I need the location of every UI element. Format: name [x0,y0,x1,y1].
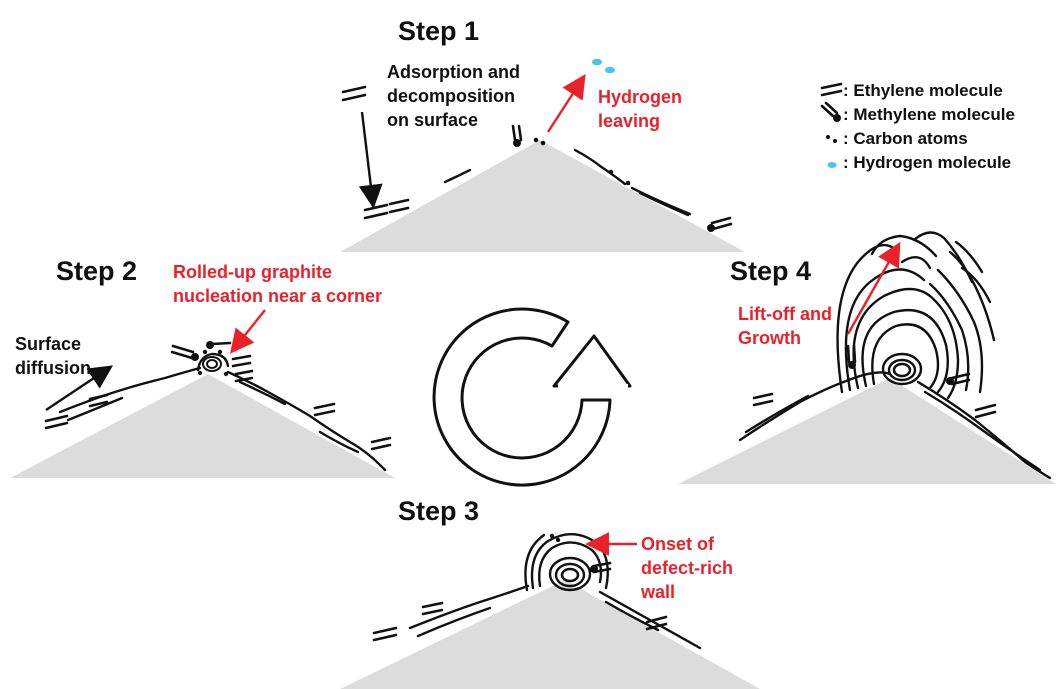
carbon-atom [555,537,561,543]
step3-red-line2: defect-rich [641,558,733,578]
step1-film-segment [443,168,472,184]
step2-label-line1: Surface [15,334,81,354]
surface-diffusion-arrow [45,365,113,411]
methylene-molecule [511,124,523,147]
ethylene-molecule [645,615,668,631]
step1-film-segment [573,148,627,186]
step3-red-line3: wall [640,582,675,602]
step1-red-line2: leaving [598,111,660,131]
ethylene-molecule [313,402,336,417]
step1-film-segment [638,191,690,217]
step4-red-line2: Growth [738,328,801,348]
step3-red-line1: Onset of [641,534,715,554]
step1-panel: Step 1 Adsorption and decomposition on s… [340,16,745,252]
step3-substrate [340,580,760,689]
ethylene-molecule [974,403,997,419]
step2-film-layer [226,370,387,472]
carbon-atom [533,137,539,143]
nanotube-growth-rings [836,231,996,400]
methylene-molecule [946,372,971,386]
step1-title: Step 1 [398,16,479,46]
graphite-nucleus [196,352,230,372]
ethylene-molecule [421,601,444,616]
step3-panel: Step 3 Onset of defect-rich wall [340,496,760,689]
step2-red-line2: nucleation near a corner [173,286,382,306]
graphite-wall-rings [524,533,609,592]
step1-label-line3: on surface [387,110,478,130]
step2-red-line1: Rolled-up graphite [173,262,332,282]
nucleation-arrow [230,309,266,354]
cycle-arrow-icon [432,307,632,487]
carbon-atoms-icon [826,135,837,143]
legend-ethylene-text: : Ethylene molecule [843,81,1003,100]
step1-label-line1: Adsorption and [387,62,520,82]
carbon-atom [625,180,631,186]
step2-film-layer [238,380,287,406]
step2-film-layer [58,366,202,414]
step4-red-line1: Lift-off and [738,304,832,324]
step1-red-line1: Hydrogen [598,87,682,107]
ethylene-molecule [370,436,392,451]
hydrogen-molecule [592,58,602,66]
step3-film-layer [416,606,492,638]
ethylene-molecule [88,393,109,408]
step2-panel: Step 2 Rolled-up graphite nucleation nea… [10,256,395,478]
methylene-molecule [707,216,733,232]
ethylene-molecule [388,198,410,214]
adsorption-arrow [358,111,383,209]
ethylene-molecule [231,354,252,368]
step3-film-layer [408,584,530,630]
carbon-atom [540,140,546,146]
legend-methylene-text: : Methylene molecule [843,105,1015,124]
methylene-molecule [206,341,232,349]
step4-film-layer [923,390,1042,472]
ethylene-molecule [44,414,69,430]
hydrogen-molecule [605,66,615,74]
step3-title: Step 3 [398,496,479,526]
carbon-atom [202,349,208,355]
ethylene-molecule [752,392,774,407]
methylene-molecule [170,344,199,361]
ethylene-molecule [341,85,367,102]
carbon-atom [197,370,203,376]
step1-substrate [340,140,745,252]
methylene-molecule [590,561,612,574]
carbon-atom [217,349,223,355]
step2-film-layer [66,396,124,422]
carbon-atom [608,169,614,175]
step4-film-layer [738,371,892,442]
step4-film-layer [916,380,1052,480]
ethylene-molecule [234,369,254,383]
lift-off-arrow [846,241,901,335]
step2-film-layer [318,430,360,454]
hydrogen-leaving-arrow [546,73,586,133]
ethylene-icon [820,82,843,97]
step1-label-line2: decomposition [387,86,515,106]
step2-title: Step 2 [56,256,137,286]
carbon-atom [223,371,229,377]
hydrogen-icon [827,162,837,168]
legend-carbon-text: : Carbon atoms [843,129,968,148]
legend: : Ethylene molecule : Methylene molecule… [820,81,1015,172]
ethylene-molecule [372,626,398,642]
step4-substrate [678,378,1056,484]
ethylene-molecule [363,203,389,220]
step2-label-line2: diffusion [15,358,91,378]
methylene-icon [820,101,841,122]
methylene-molecule [846,344,857,369]
carbon-atom [549,533,555,539]
step4-title: Step 4 [730,256,811,286]
legend-hydrogen-text: : Hydrogen molecule [843,153,1011,172]
step4-film-layer [744,394,810,434]
step4-panel: Step 4 Lift-off and Growth [678,231,1056,484]
step2-substrate [10,374,395,478]
